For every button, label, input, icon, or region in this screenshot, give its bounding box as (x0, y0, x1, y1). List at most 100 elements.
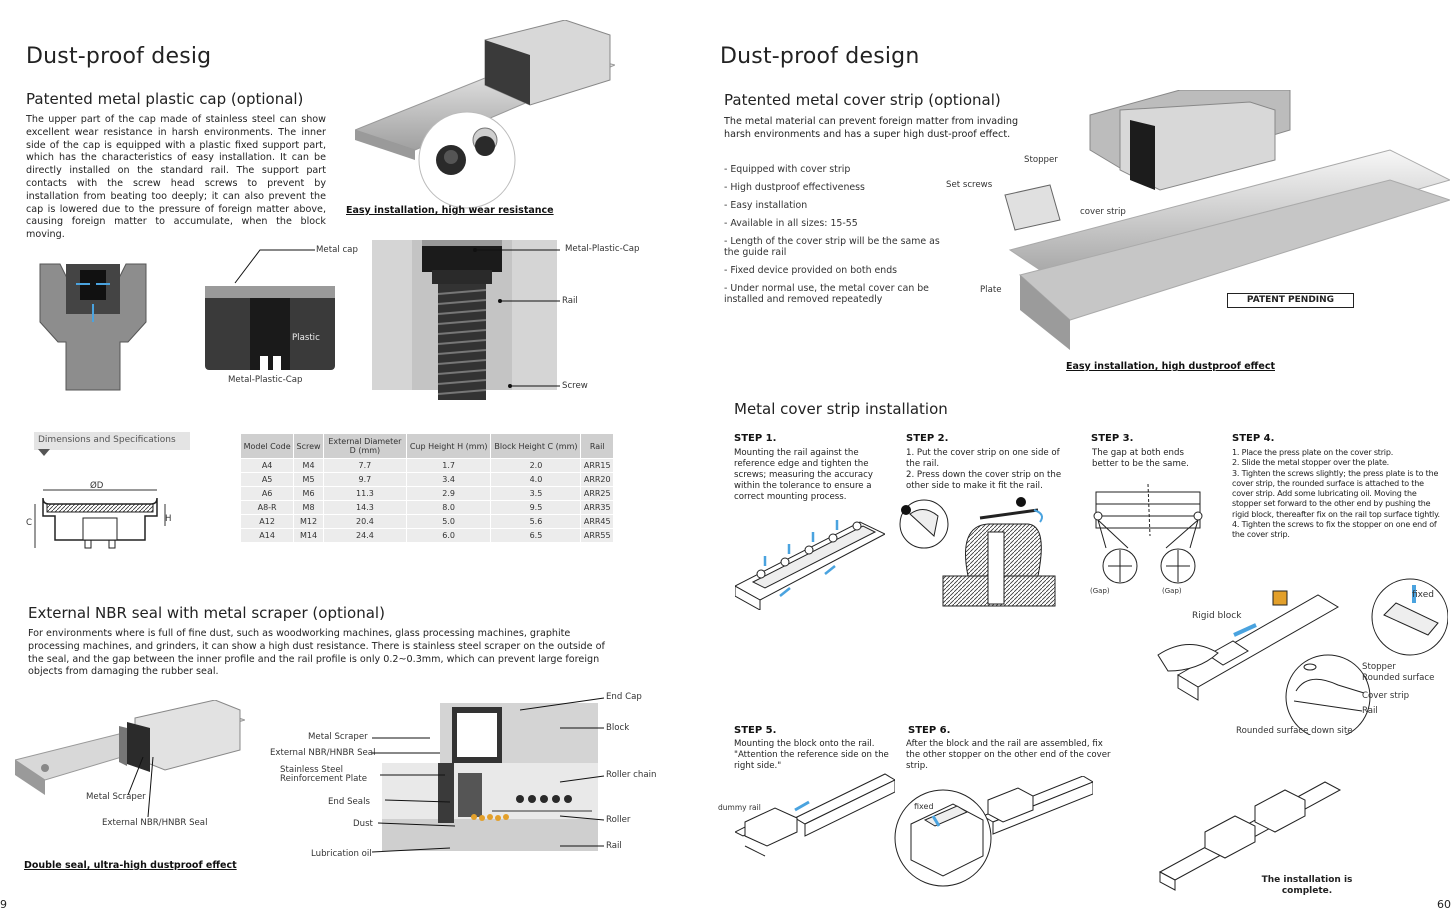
cell: 24.4 (322, 528, 407, 543)
label-rounded-surface-down: Rounded surface down site (1236, 726, 1353, 736)
bullet-item: - Under normal use, the metal cover can … (724, 283, 929, 305)
col-cup-height: Cup Height H (mm) (405, 433, 492, 459)
cell: ARR55 (580, 528, 614, 543)
label-end-seals: End Seals (328, 797, 370, 807)
step1-diagram (733, 508, 887, 611)
label-plate: Plate (980, 285, 1002, 295)
cap-dimension-drawing (25, 478, 175, 553)
cell: 8.0 (405, 500, 492, 515)
cell: 9.7 (322, 472, 407, 487)
label-set-screws: Set screws (946, 180, 993, 190)
left-page-number: 9 (0, 898, 7, 911)
cell: M4 (293, 458, 324, 473)
label-metal-cap: Metal cap (316, 245, 358, 255)
block-cross-section (38, 262, 148, 392)
dimensions-tab-label: Dimensions and Specifications (38, 435, 176, 445)
leaders-seal-right (520, 697, 605, 847)
label-dummy-rail: dummy rail (718, 803, 761, 812)
step6-title: STEP 6. (908, 725, 951, 736)
label-cover-strip-step4: Cover strip (1362, 691, 1410, 701)
screw-in-rail-image (372, 240, 557, 400)
leaders-rail-screw (473, 248, 560, 388)
step5-title: STEP 5. (734, 725, 777, 736)
label-rail-step4: Rail (1362, 706, 1378, 716)
label-screw: Screw (562, 381, 588, 391)
label-fixed-step4: fixed (1412, 590, 1434, 600)
col-rail: Rail (580, 433, 614, 459)
bullet-item: - Easy installation (724, 200, 808, 211)
complete-assembly-diagram (1155, 772, 1355, 892)
bullet-item: - Available in all sizes: 15-55 (724, 218, 858, 229)
cell: A8-R (239, 500, 295, 515)
cell: 2.0 (490, 458, 582, 473)
label-block: Block (606, 723, 630, 733)
strip-section-heading: Patented metal cover strip (optional) (724, 91, 1001, 109)
bullet-item: - Length of the cover strip will be the … (724, 236, 940, 258)
dimensions-tab-arrow (38, 449, 50, 456)
label-stopper: Stopper (1024, 155, 1058, 165)
step2-text: 1. Put the cover strip on one side of th… (906, 448, 1062, 491)
step3-text: The gap at both ends better to be the sa… (1092, 448, 1189, 469)
spec-table: Model Code Screw External Diameter D (mm… (239, 433, 614, 543)
label-nbr-seal: External NBR/HNBR Seal (270, 748, 376, 758)
label-gap-left: (Gap) (1090, 587, 1110, 595)
bullet-item: - Equipped with cover strip (724, 164, 851, 175)
label-roller: Roller (606, 815, 631, 825)
label-plastic: Plastic (292, 333, 320, 343)
install-heading: Metal cover strip installation (734, 400, 948, 418)
cap-caption: Easy installation, high wear resistance (346, 205, 554, 216)
col-model-code: Model Code (239, 433, 295, 459)
label-cover-strip: cover strip (1080, 207, 1126, 217)
label-roller-chain: Roller chain (606, 770, 657, 780)
cell: 5.0 (405, 514, 492, 529)
cell: ARR35 (580, 500, 614, 515)
cell: 1.7 (405, 458, 492, 473)
step5-diagram (733, 770, 897, 860)
cell: 2.9 (405, 486, 492, 501)
seal-cross-section (382, 693, 598, 858)
strip-bullet-list: - Equipped with cover strip - High dustp… (724, 164, 949, 305)
label-h: H (165, 514, 172, 524)
label-c: C (26, 518, 33, 528)
step6-text: After the block and the rail are assembl… (906, 739, 1111, 771)
cell: 20.4 (322, 514, 407, 529)
leader-metal-cap (234, 249, 315, 284)
seal-product-image (13, 699, 247, 810)
cell: M5 (293, 472, 324, 487)
cell: 5.6 (490, 514, 582, 529)
cell: A5 (239, 472, 295, 487)
step1-text: Mounting the rail against the reference … (734, 448, 873, 502)
label-metal-plastic-cap: Metal-Plastic-Cap (565, 244, 640, 254)
right-page-title: Dust-proof design (720, 44, 920, 69)
strip-section-body: The metal material can prevent foreign m… (724, 116, 1019, 140)
col-block-height: Block Height C (mm) (490, 433, 582, 459)
strip-caption: Easy installation, high dustproof effect (1066, 361, 1275, 372)
cap-section-heading: Patented metal plastic cap (optional) (26, 90, 304, 108)
cell: 9.5 (490, 500, 582, 515)
label-end-cap: End Cap (606, 692, 642, 702)
seal-section-body: For environments where is full of fine d… (28, 628, 605, 678)
patent-pending-badge: PATENT PENDING (1227, 293, 1354, 308)
bullet-item: - Fixed device provided on both ends (724, 265, 898, 276)
cell: 6.0 (405, 528, 492, 543)
seal-section-heading: External NBR seal with metal scraper (op… (28, 604, 385, 622)
cell: 4.0 (490, 472, 582, 487)
bullet-item: - High dustproof effectiveness (724, 182, 865, 193)
cell: 3.4 (405, 472, 492, 487)
leaders-seal-center (371, 737, 456, 853)
cell: ARR15 (580, 458, 614, 473)
cell: 6.5 (490, 528, 582, 543)
label-metal-scraper: Metal Scraper (308, 732, 368, 742)
cell: 11.3 (322, 486, 407, 501)
label-lubrication-oil: Lubrication oil (311, 849, 372, 859)
cap-section-drawing (205, 280, 335, 370)
step3-title: STEP 3. (1091, 433, 1134, 444)
cell: ARR25 (580, 486, 614, 501)
label-rail: Rail (562, 296, 578, 306)
cover-strip-product-image (990, 89, 1452, 360)
